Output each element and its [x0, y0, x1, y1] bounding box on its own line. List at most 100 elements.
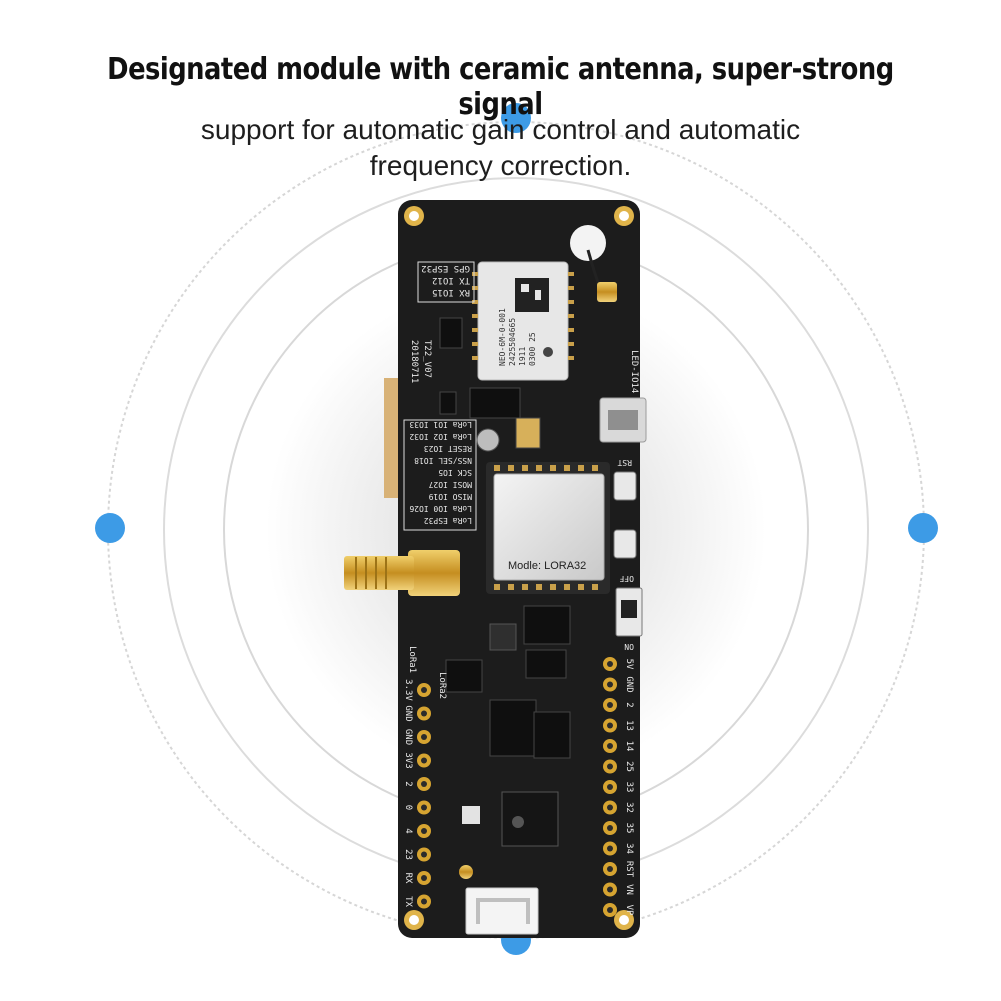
right-pin-hole: [607, 804, 613, 811]
flash-chip: [489, 699, 537, 757]
right-pin-label: 35: [624, 823, 634, 834]
lora-module-label: Modle: LORA32: [508, 560, 586, 572]
left-pin-hole: [421, 757, 427, 764]
right-pin-label: 32: [624, 802, 634, 813]
accent-dot-top: [501, 103, 531, 133]
gps-logo-icon: [543, 347, 553, 357]
right-pin-label: 2: [624, 702, 634, 707]
usb-opening: [608, 410, 638, 430]
sma-thread-lines: [355, 557, 387, 589]
gps-qr-code: [515, 278, 549, 312]
left-pin-hole: [421, 898, 427, 905]
headline: Designated module with ceramic antenna, …: [107, 52, 894, 122]
lora-module-pads: [494, 465, 598, 590]
right-pin-hole: [607, 784, 613, 790]
left-pin-hole: [421, 851, 427, 858]
right-pin-hole: [607, 681, 613, 688]
antenna-hole: [570, 225, 606, 261]
boot-button: [613, 529, 637, 559]
left-pin-hole: [421, 875, 427, 881]
lora-pin-row-8: LoRa IO2 IO32: [409, 432, 472, 441]
right-pin-hole: [607, 886, 613, 893]
right-pin-hole: [607, 661, 613, 667]
left-pin-hole: [421, 781, 427, 787]
lora2-ic: [523, 605, 571, 645]
right-pin-label: 5V: [624, 659, 634, 670]
buzzer: [476, 428, 500, 452]
psram-chip: [533, 711, 571, 759]
right-pin-label: VN: [624, 884, 634, 895]
off-label: OFF: [619, 574, 634, 583]
right-pin-label: RST: [624, 861, 634, 878]
lora2-label: LoRa2: [437, 672, 447, 699]
accent-dot-right: [908, 513, 938, 543]
accent-dot-left: [95, 513, 125, 543]
board-version: T22_V07: [422, 340, 432, 378]
left-pin-hole: [421, 734, 427, 740]
right-pin-hole: [607, 845, 613, 852]
esp32-chip: [501, 791, 559, 847]
right-pin-label: GND: [624, 676, 634, 692]
lora-module-shield: [493, 473, 605, 581]
left-pin-label: 23: [403, 849, 413, 860]
gps-module-line-3: 1911: [518, 347, 527, 366]
gps-module-line-2: 2425504665: [508, 318, 517, 366]
lora-pin-row-5: SCK IO5: [438, 468, 472, 477]
left-pin-hole: [421, 687, 427, 693]
right-pin-hole: [607, 825, 613, 831]
gps-pin-row-3: GPS ESP32: [421, 263, 470, 273]
lora-pin-table: LoRa ESP32 LoRa IO0 IO26 MISO IO19 MOSI …: [403, 419, 477, 531]
board-date: 20180711: [409, 340, 419, 383]
right-pin-hole: [607, 743, 613, 749]
right-pin-label: VP: [624, 905, 634, 916]
small-module-cap: [462, 806, 480, 824]
left-pin-label: TX: [403, 896, 413, 907]
lora-pin-row-6: NSS/SEL IO18: [414, 456, 472, 465]
small-ic-1: [439, 317, 463, 349]
rst-button: [613, 471, 637, 501]
qfn-ic: [445, 659, 483, 693]
left-pin-label: 4: [403, 828, 413, 833]
lora-pin-row-9: LoRa IO1 IO33: [409, 420, 472, 429]
lora1-label: LoRa1: [407, 646, 417, 673]
right-pin-hole: [607, 722, 613, 729]
antenna-trace: [476, 898, 530, 924]
subheadline: support for automatic gain control and a…: [200, 114, 801, 181]
sma-connector-thread: [344, 556, 414, 590]
gps-ufl-connector: [597, 282, 617, 302]
sma-connector-base: [408, 550, 460, 596]
right-pin-label: 14: [624, 741, 634, 752]
gps-pin-row-1: RX IO15: [432, 287, 470, 297]
regulator-ic: [469, 387, 521, 419]
left-pin-label: 0: [403, 805, 413, 810]
gps-pin-table: RX IO15 TX IO12 GPS ESP32: [417, 261, 475, 303]
rst-label: RST: [617, 458, 632, 467]
lora-pin-row-1: LoRa ESP32: [424, 516, 472, 525]
left-pin-label: GND: [403, 729, 413, 745]
right-pin-hole: [607, 866, 613, 872]
lora-pin-row-4: MOSI IO27: [428, 480, 472, 489]
left-pin-label: 2: [403, 781, 413, 786]
power-switch-slider: [621, 600, 637, 618]
charge-ic: [525, 649, 567, 679]
on-label: ON: [624, 642, 634, 651]
right-pin-hole: [607, 763, 613, 770]
left-pin-label: GND: [403, 705, 413, 721]
right-pin-label: 25: [624, 761, 634, 772]
espressif-logo-icon: [512, 816, 524, 828]
crystal: [515, 417, 541, 449]
small-ic-2: [439, 391, 457, 415]
lora-pin-row-3: MISO IO19: [428, 492, 472, 501]
left-pin-label: 3.3V: [403, 679, 413, 701]
gps-pin-row-2: TX IO12: [432, 275, 470, 285]
lora-pin-row-7: RESET IO23: [424, 444, 472, 453]
left-pin-hole: [421, 804, 427, 811]
left-pin-hole: [421, 710, 427, 717]
gps-module-pads: [472, 272, 574, 360]
right-pin-label: 34: [624, 843, 634, 854]
right-pin-hole: [607, 702, 613, 708]
right-pin-hole: [607, 907, 613, 913]
